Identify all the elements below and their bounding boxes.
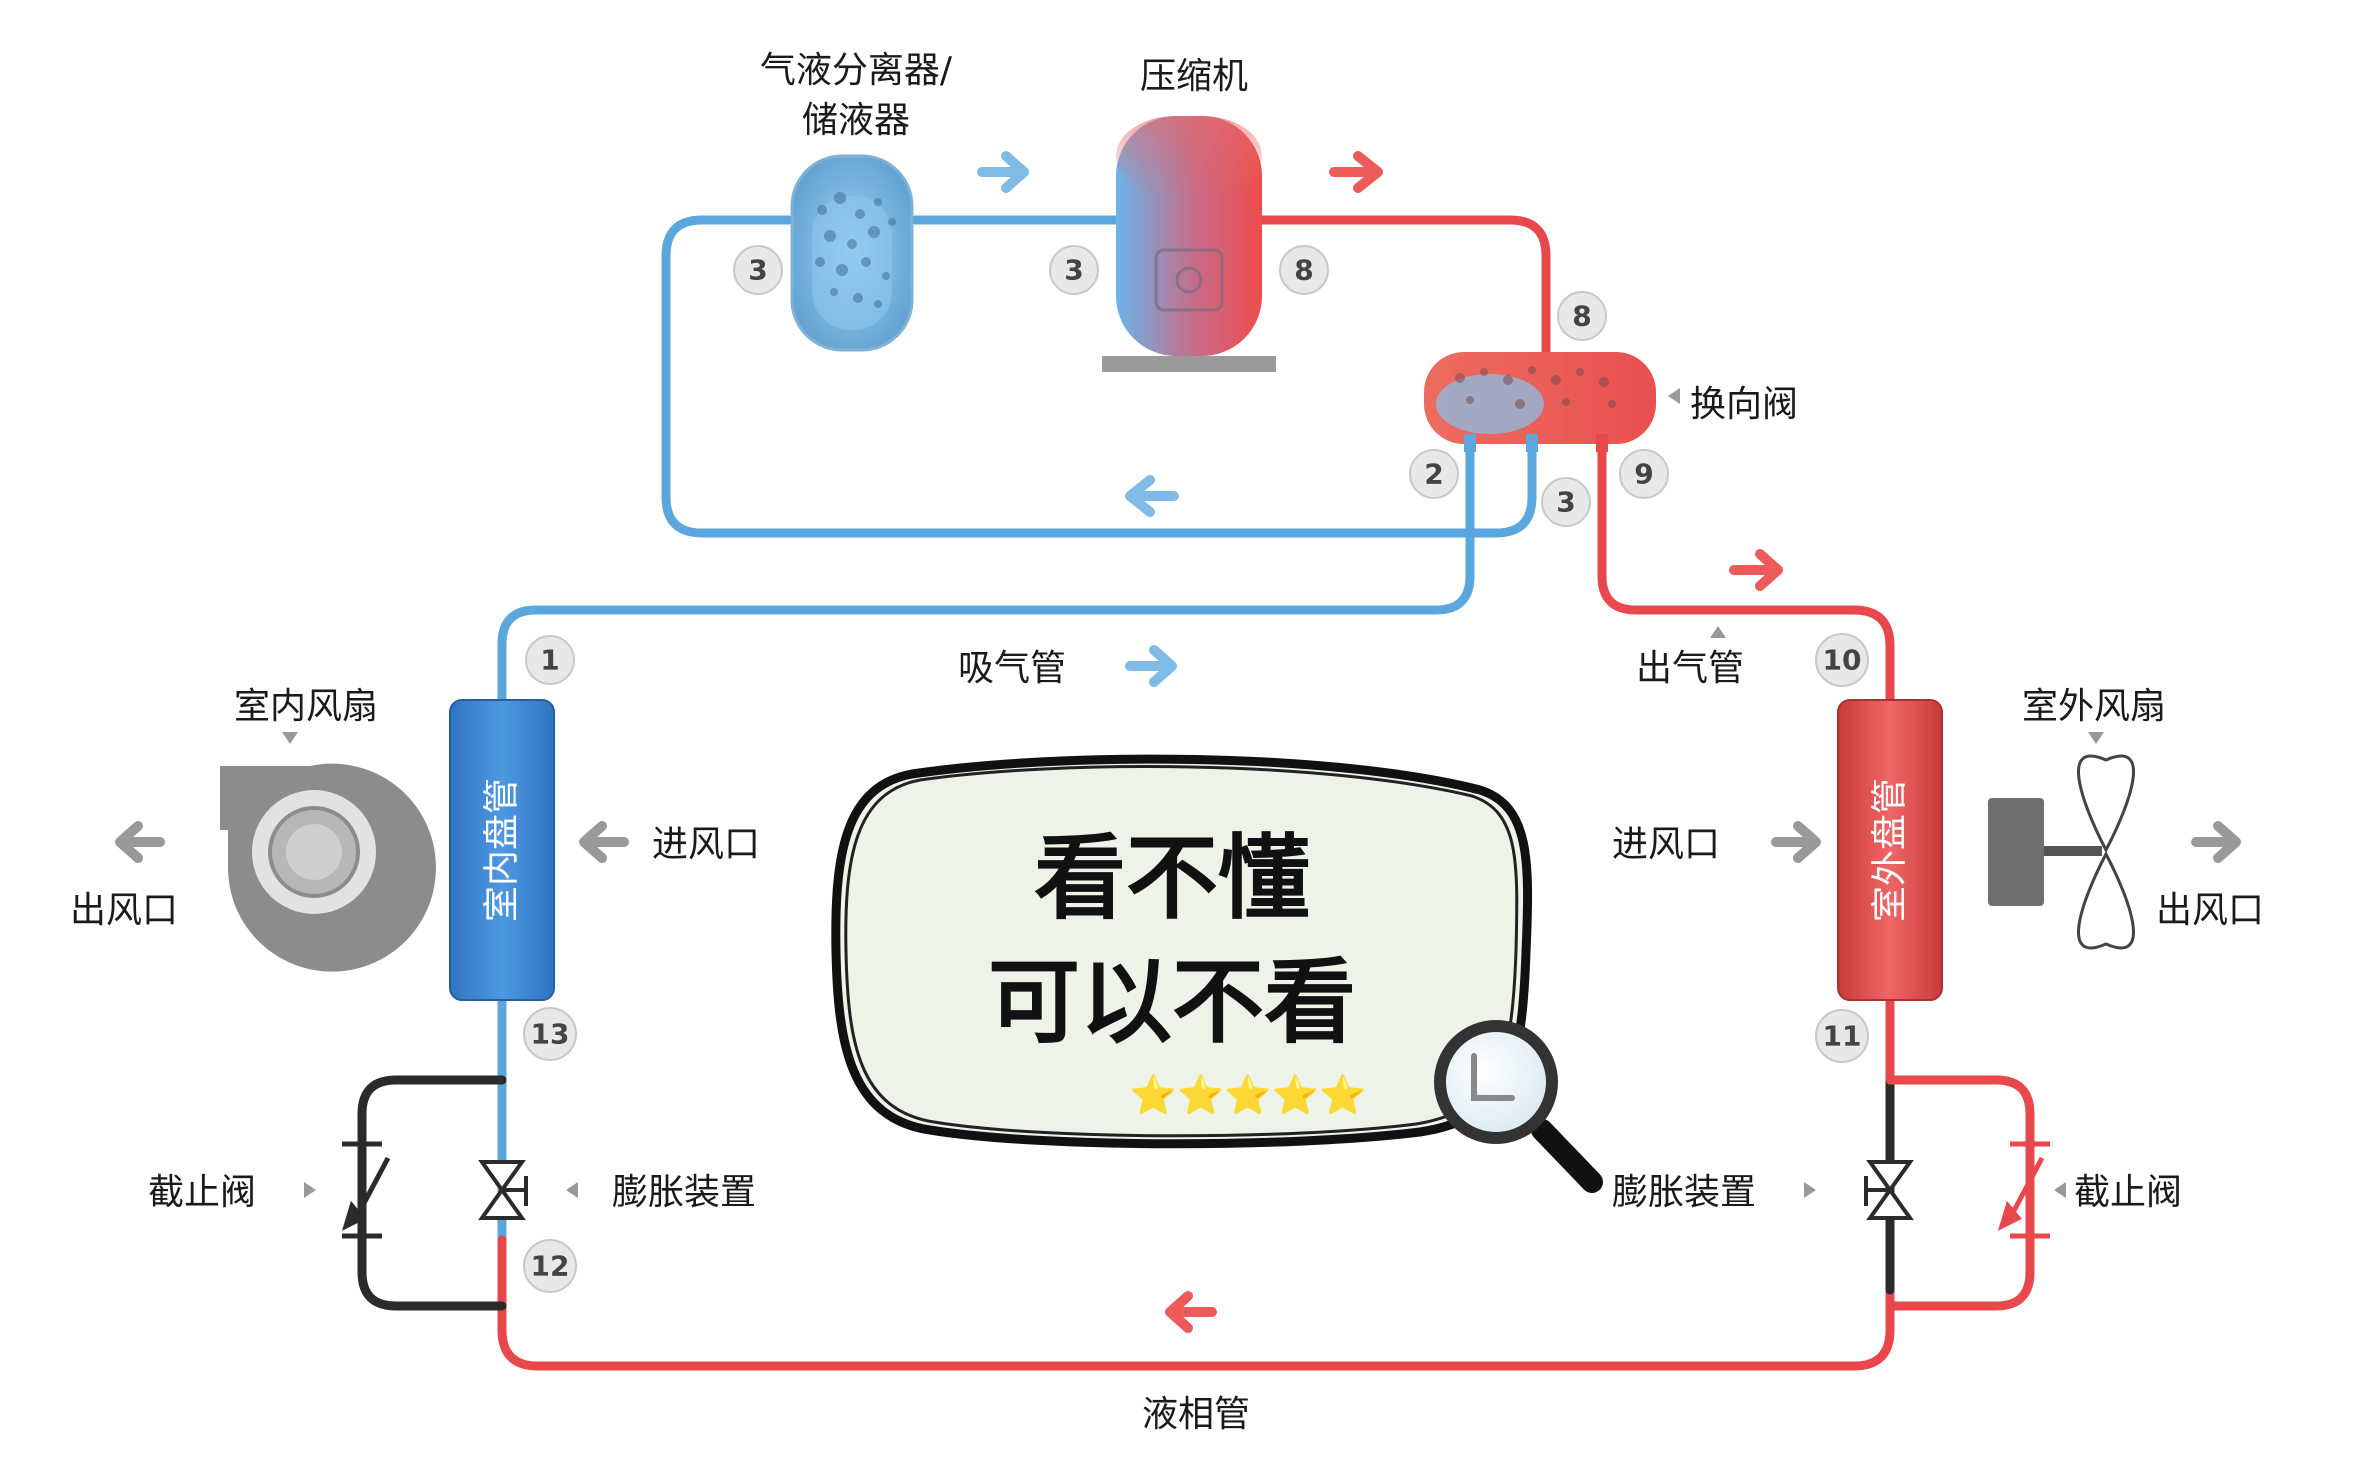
suction-pipe-label: 吸气管 [958,648,1066,689]
bubble-line2: 可以不看 [988,949,1356,1056]
pointer-marks [282,388,2104,1198]
pointer-left-icon [1668,388,1680,404]
arrow-left-icon [1165,1291,1217,1333]
arrow-right-icon [1771,821,1821,863]
node-marker: 2 [1409,449,1459,499]
left-stop-valve-icon [341,1141,391,1239]
right-expansion-valve-icon [1864,1160,1914,1220]
svg-text:11: 11 [1823,1020,1862,1053]
svg-text:9: 9 [1634,458,1653,491]
indoor-coil: 室内盘管 [449,699,555,1001]
reversing-valve [1424,352,1656,452]
pointer-left-icon [2054,1182,2066,1198]
air-in-left-label: 进风口 [652,824,760,865]
speech-bubble: 看不懂 可以不看 ⭐⭐⭐⭐⭐ [831,754,1533,1149]
svg-text:8: 8 [1572,300,1591,333]
svg-text:3: 3 [1064,254,1083,287]
expansion-left-label: 膨胀装置 [612,1172,756,1213]
pipe-left-bypass [357,1075,507,1311]
compressor [1102,116,1276,372]
pointer-right-icon [304,1182,316,1198]
outdoor-fan-icon [1988,754,2135,950]
pointer-down-icon [2088,732,2104,744]
outdoor-fan-label: 室外风扇 [2022,686,2166,727]
arrow-right-icon [1729,549,1783,591]
svg-text:12: 12 [531,1250,570,1283]
arrow-left-icon [1125,475,1179,517]
svg-text:8: 8 [1294,254,1313,287]
node-marker: 13 [523,1007,577,1061]
node-marker: 10 [1815,633,1869,687]
svg-text:3: 3 [748,254,767,287]
svg-text:1: 1 [540,644,559,677]
node-marker: 3 [1541,477,1591,527]
pointer-up-icon [1710,626,1726,638]
node-marker: 3 [733,245,783,295]
outdoor-coil-label: 室外盘管 [1870,778,1911,922]
node-marker: 8 [1557,291,1607,341]
pipe-suction-return [661,215,1537,538]
bubble-line1: 看不懂 [1034,825,1310,932]
pointer-right-icon [1804,1182,1816,1198]
node-markers: 3 3 8 8 2 3 9 1 10 13 11 12 [523,245,1869,1293]
arrow-left-icon [115,821,165,863]
labels: 气液分离器/ 储液器 压缩机 换向阀 吸气管 出气管 液相管 室内风扇 室外风扇… [70,50,2264,1435]
node-marker: 9 [1619,449,1669,499]
indoor-fan-label: 室内风扇 [234,686,378,727]
pipe-right-bypass [1885,1075,2035,1311]
left-expansion-valve-icon [478,1160,528,1220]
reversing-valve-label: 换向阀 [1690,384,1798,425]
pointer-left-icon [566,1182,578,1198]
node-marker: 11 [1815,1009,1869,1063]
stop-valve-right-label: 截止阀 [2074,1172,2182,1213]
node-marker: 12 [523,1239,577,1293]
valve-bubbles [1455,366,1616,409]
svg-text:2: 2 [1424,458,1443,491]
arrow-right-icon [977,151,1029,193]
air-out-left-label: 出风口 [70,890,178,931]
pipe-liquid [497,1235,1895,1371]
separator-bubbles [815,192,896,308]
svg-text:10: 10 [1823,644,1862,677]
right-stop-valve-icon [1997,1141,2050,1239]
svg-text:3: 3 [1556,486,1575,519]
pipe-discharge [1597,435,1895,705]
pointer-down-icon [282,732,298,744]
arrow-right-icon [1329,151,1383,193]
indoor-coil-label: 室内盘管 [482,778,523,922]
stop-valve-left-label: 截止阀 [148,1172,256,1213]
outdoor-coil: 室外盘管 [1837,699,1943,1001]
magnifier-icon [1434,1020,1603,1193]
air-in-right-label: 进风口 [1612,824,1720,865]
pipes [357,215,2035,1371]
air-out-right-label: 出风口 [2156,890,2264,931]
arrow-right-icon [2191,821,2241,863]
compressor-label: 压缩机 [1140,56,1248,97]
pipe-suction [497,435,1475,705]
indoor-fan-blower-icon [220,763,436,972]
gas-liquid-separator [790,154,914,352]
node-marker: 3 [1049,245,1099,295]
node-marker: 8 [1279,245,1329,295]
pipe-compressor-valve [1257,215,1551,359]
arrow-right-icon [1125,645,1177,687]
flow-arrows [115,151,2241,1333]
expansion-right-label: 膨胀装置 [1612,1172,1756,1213]
discharge-pipe-label: 出气管 [1636,648,1744,689]
svg-text:13: 13 [531,1018,570,1051]
separator-label-line1: 气液分离器/ [760,50,953,91]
arrow-left-icon [579,821,629,863]
liquid-pipe-label: 液相管 [1142,1394,1250,1435]
node-marker: 1 [525,635,575,685]
rating-stars: ⭐⭐⭐⭐⭐ [1130,1073,1367,1117]
separator-label-line2: 储液器 [802,100,910,141]
